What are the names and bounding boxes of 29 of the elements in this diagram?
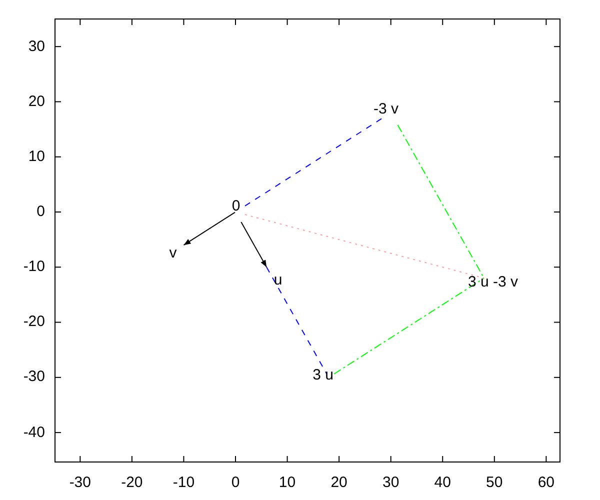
axis-tick-label: 20 bbox=[27, 94, 45, 109]
axis-tick-label: -20 bbox=[22, 314, 45, 330]
axis-tick-label: 10 bbox=[278, 475, 297, 490]
axis-tick-label: 10 bbox=[27, 148, 45, 164]
connector-line bbox=[334, 278, 485, 374]
axis-tick-label: 20 bbox=[330, 475, 348, 490]
connector-line bbox=[397, 124, 485, 279]
axis-tick-label: 0 bbox=[36, 204, 45, 219]
connector-line bbox=[266, 266, 328, 374]
point-label: 3 u bbox=[312, 368, 334, 382]
point-label: u bbox=[274, 272, 282, 288]
axis-tick-label: 40 bbox=[433, 475, 452, 490]
axis-tick-label: 30 bbox=[27, 38, 45, 54]
axis-tick-label: 30 bbox=[381, 475, 400, 490]
arrow bbox=[183, 212, 236, 246]
axis-tick-label: 0 bbox=[230, 475, 241, 490]
connector-line bbox=[244, 214, 485, 279]
axis-tick-label: 60 bbox=[536, 475, 556, 490]
axis-tick-label: 50 bbox=[485, 475, 504, 490]
axis-tick-label: -30 bbox=[68, 475, 92, 490]
arrow bbox=[240, 222, 268, 268]
axis-tick-label: -30 bbox=[22, 369, 45, 384]
point-label: v bbox=[169, 246, 177, 260]
point-label: -3 v bbox=[374, 102, 398, 116]
point-label: 0 bbox=[232, 198, 240, 214]
axis-tick-label: -40 bbox=[22, 424, 45, 440]
axis-tick-label: -10 bbox=[22, 259, 45, 274]
axis-tick-label: -10 bbox=[172, 475, 196, 490]
axis-tick-label: -20 bbox=[120, 475, 144, 490]
